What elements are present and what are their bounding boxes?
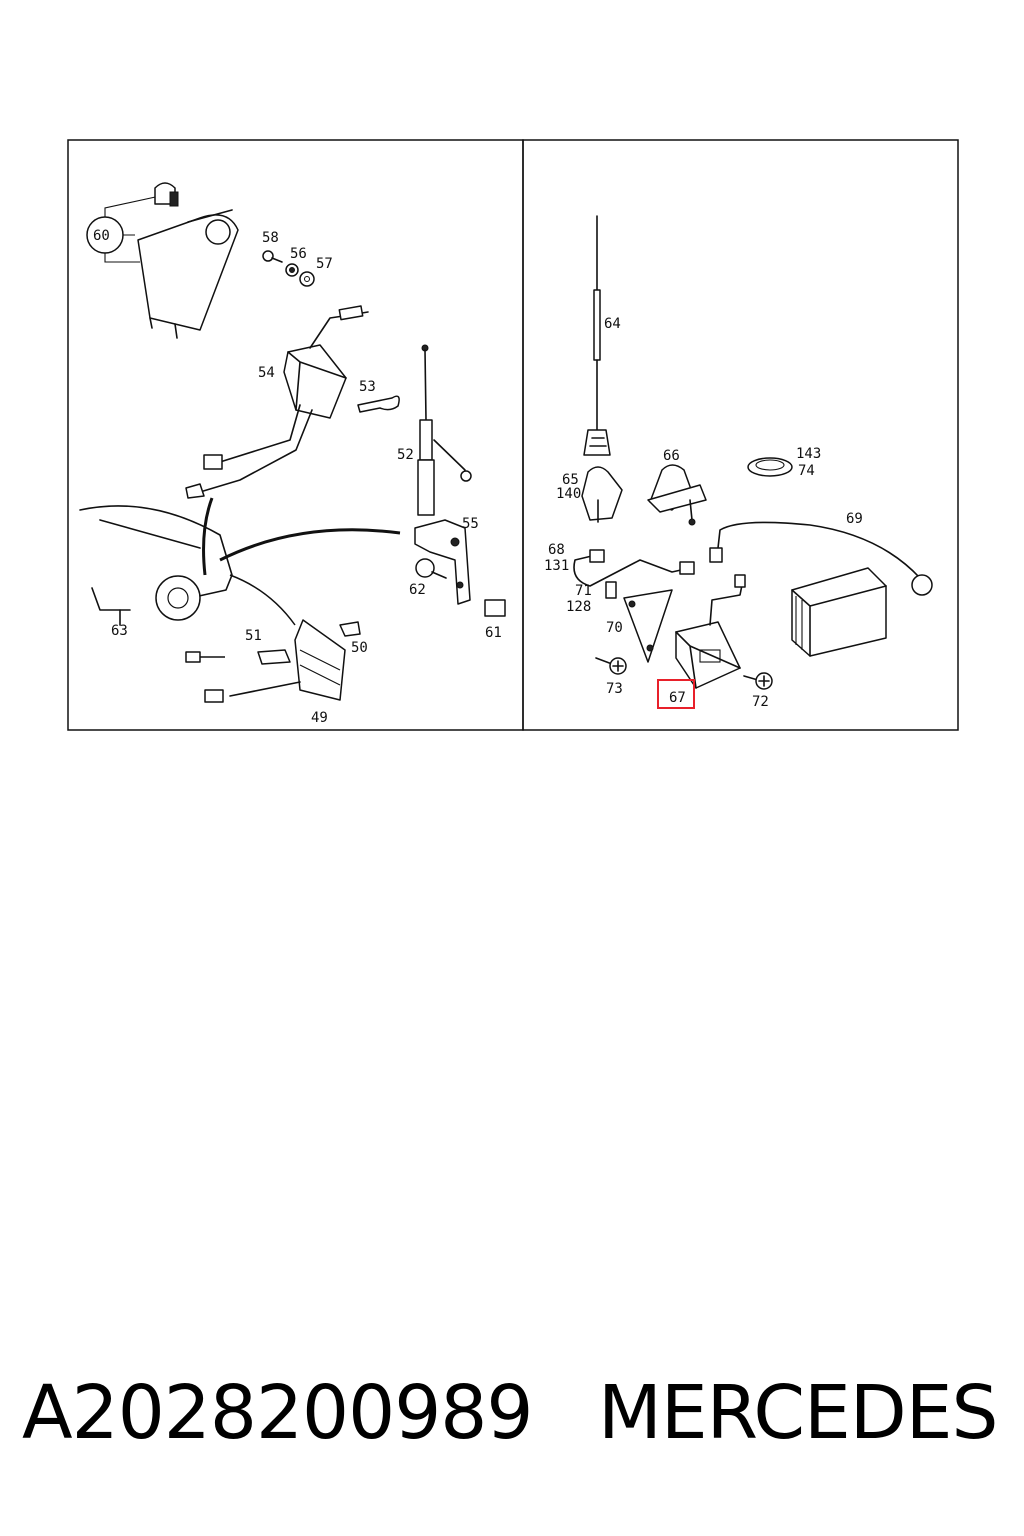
antenna-bracket — [414, 519, 471, 605]
label-67: 67 — [669, 690, 686, 706]
label-72: 72 — [752, 694, 769, 710]
arrow-down — [202, 497, 214, 576]
label-68: 68 — [548, 542, 565, 558]
label-71: 71 — [575, 583, 592, 599]
antenna-cover — [647, 464, 707, 526]
vehicle-outline — [79, 505, 233, 626]
power-antenna — [417, 344, 472, 516]
antenna-amplifier-67 — [675, 574, 746, 689]
label-49: 49 — [311, 710, 328, 726]
roof-antenna — [583, 215, 611, 456]
connector-51 — [185, 651, 225, 663]
antenna-base — [581, 466, 623, 523]
label-51: 51 — [245, 628, 262, 644]
label-73: 73 — [606, 681, 623, 697]
label-64: 64 — [604, 316, 621, 332]
label-131: 131 — [544, 558, 569, 574]
label-56: 56 — [290, 246, 307, 262]
label-65: 65 — [562, 472, 579, 488]
arrow-to-bumper — [229, 574, 296, 626]
label-61: 61 — [485, 625, 502, 641]
control-unit-bracket — [137, 209, 239, 339]
label-74: 74 — [798, 463, 815, 479]
screw-washer-set — [262, 250, 315, 287]
screw-72 — [743, 672, 773, 690]
label-50: 50 — [351, 640, 368, 656]
right-panel-frame — [522, 139, 959, 731]
antenna-cable-69 — [709, 521, 933, 596]
screw-73 — [595, 657, 627, 675]
label-140: 140 — [556, 486, 581, 502]
part-number: A2028200989 — [22, 1370, 533, 1456]
arrow-to-car — [219, 528, 401, 562]
label-62: 62 — [409, 582, 426, 598]
label-60: 60 — [93, 228, 110, 244]
brand-name: MERCEDES — [598, 1370, 998, 1456]
radio-unit — [791, 567, 887, 657]
label-70: 70 — [606, 620, 623, 636]
highlight-box-67 — [657, 679, 695, 709]
amplifier-bracket — [605, 581, 673, 663]
antenna-cable-68 — [573, 549, 695, 587]
bumper-cover — [204, 619, 346, 703]
label-58: 58 — [262, 230, 279, 246]
label-69: 69 — [846, 511, 863, 527]
clip-51 — [257, 649, 291, 665]
label-66: 66 — [663, 448, 680, 464]
label-63: 63 — [111, 623, 128, 639]
clip-61 — [484, 599, 506, 617]
footer: A2028200989 MERCEDES — [0, 1370, 1024, 1480]
label-53: 53 — [359, 379, 376, 395]
label-54: 54 — [258, 365, 275, 381]
gasket-143 — [747, 457, 793, 477]
screw-62 — [415, 558, 447, 579]
label-52: 52 — [397, 447, 414, 463]
parts-diagram: 60 58 56 57 54 53 52 55 62 61 63 51 50 4… — [67, 139, 959, 731]
label-57: 57 — [316, 256, 333, 272]
rivet-50 — [339, 621, 361, 637]
antenna-amplifier — [185, 305, 369, 499]
label-128: 128 — [566, 599, 591, 615]
label-143: 143 — [796, 446, 821, 462]
label-55: 55 — [462, 516, 479, 532]
part-60-callout — [86, 182, 179, 263]
mounting-wrench — [357, 395, 400, 413]
